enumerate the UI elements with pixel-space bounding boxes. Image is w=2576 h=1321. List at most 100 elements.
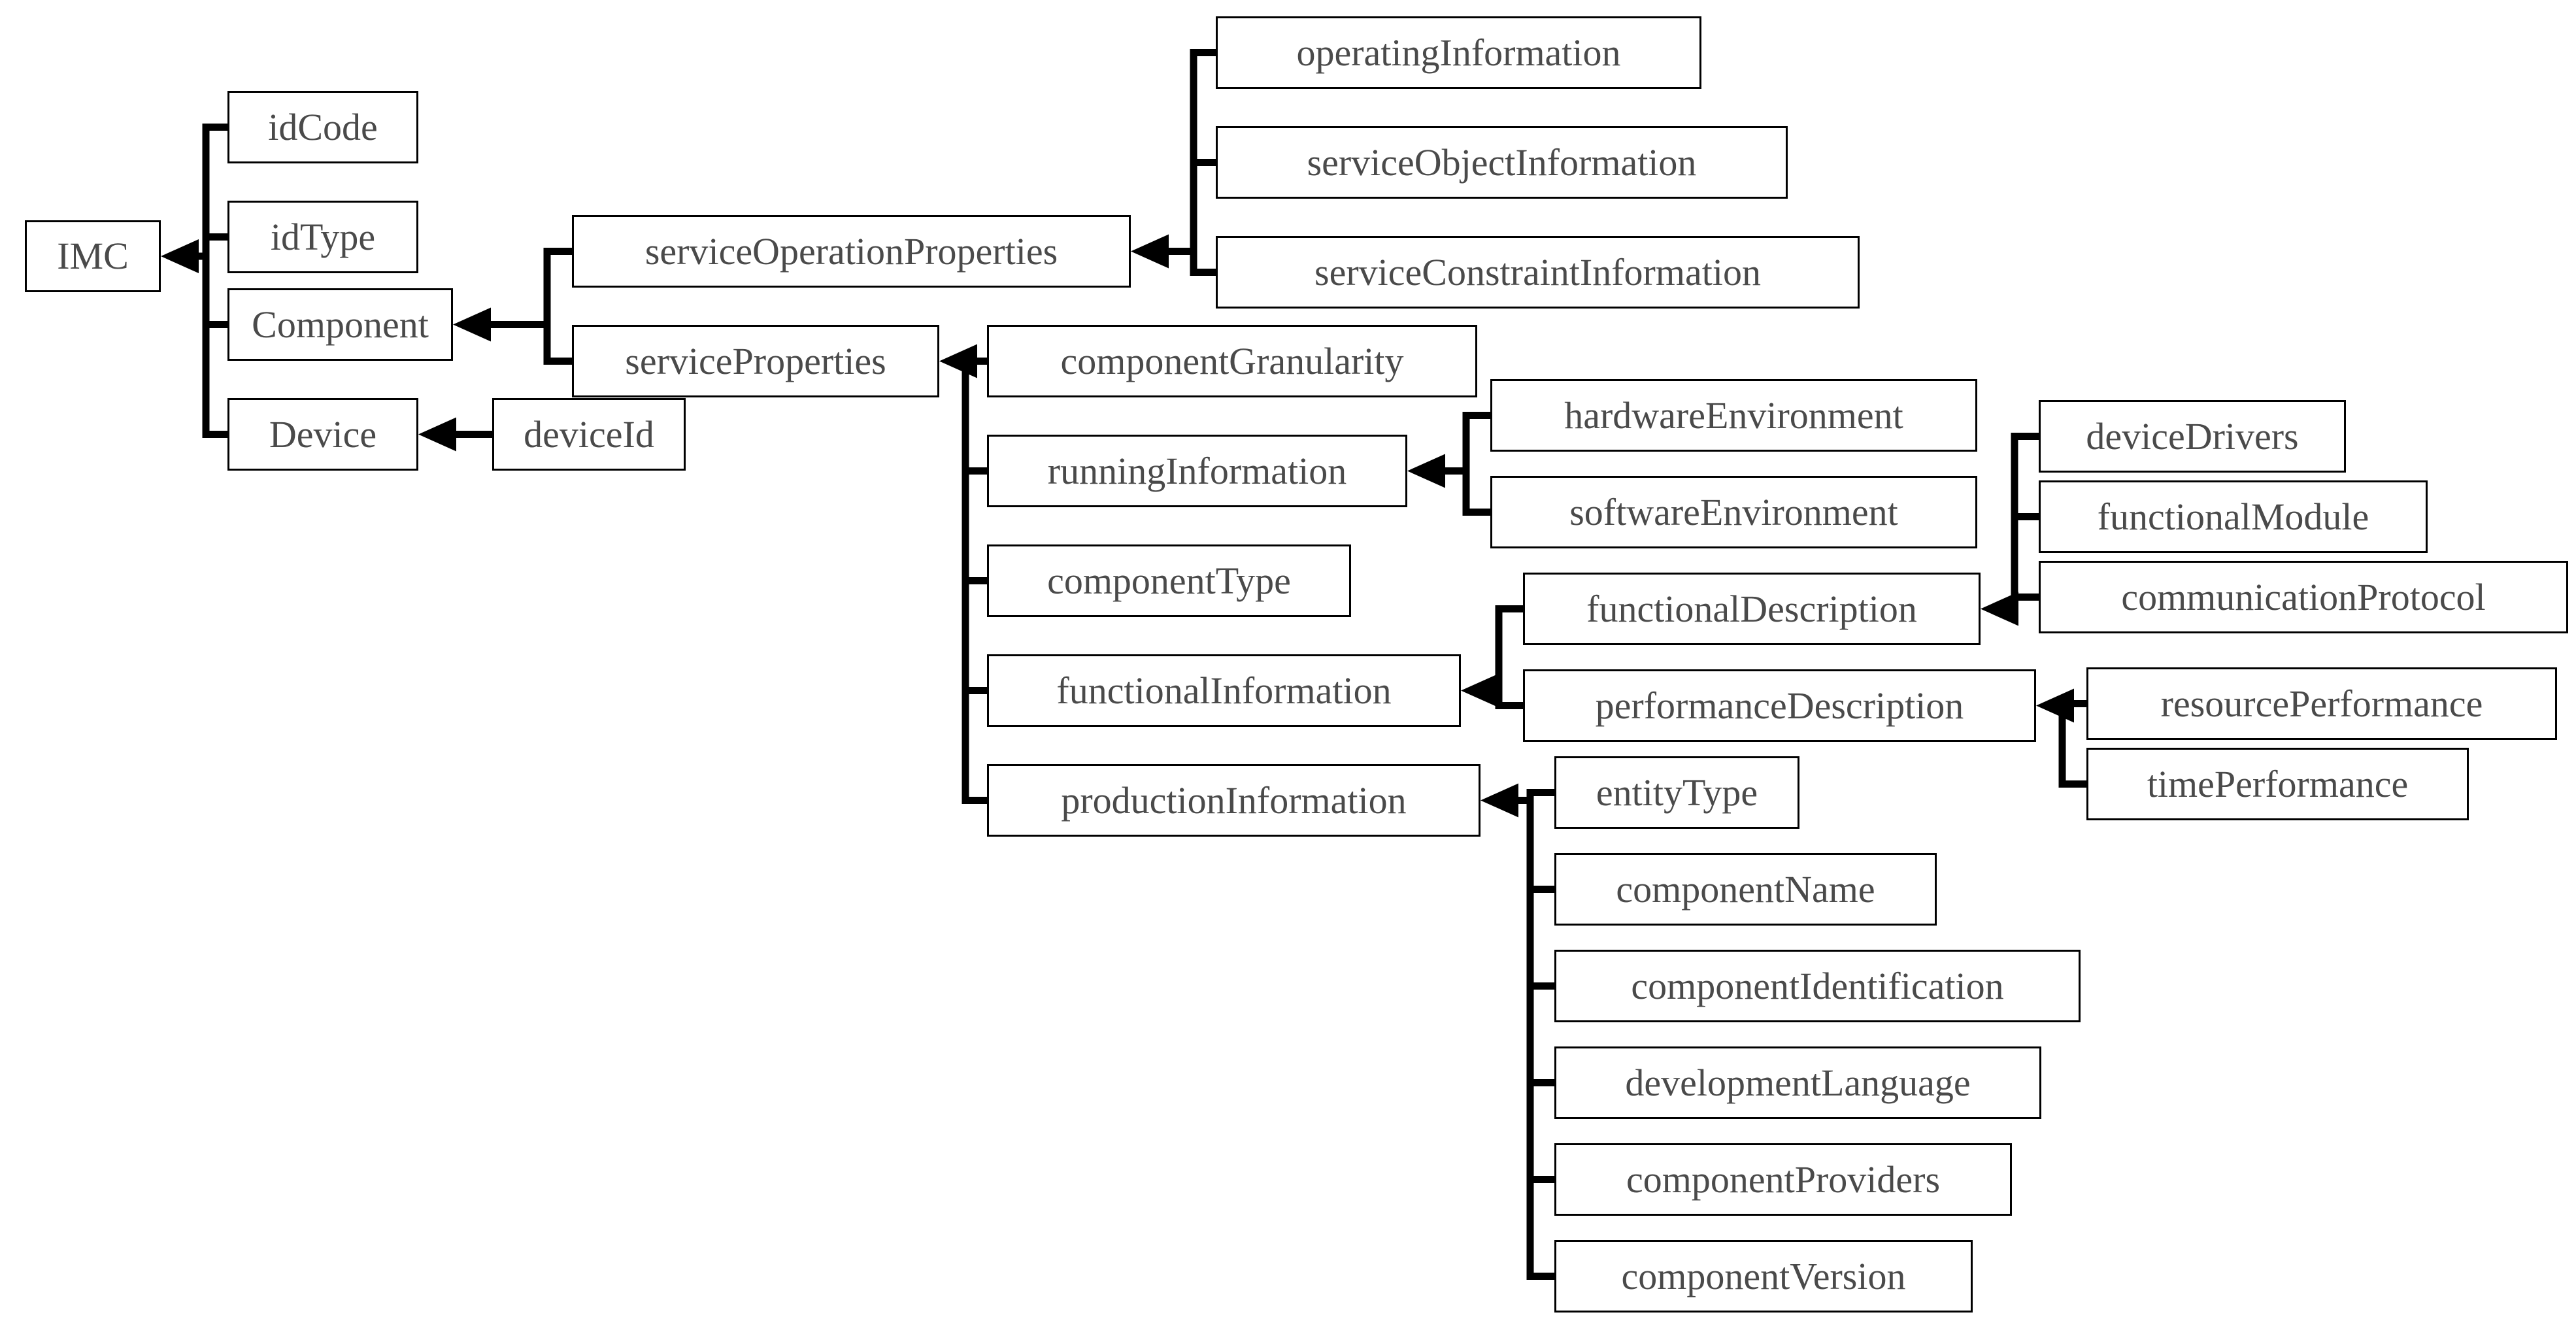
node-label: deviceDrivers	[2086, 414, 2299, 458]
node-label: developmentLanguage	[1625, 1061, 1971, 1104]
node-label: componentType	[1047, 559, 1291, 602]
node-componentProviders[interactable]: componentProviders	[1554, 1143, 2012, 1216]
node-hardwareEnvironment[interactable]: hardwareEnvironment	[1490, 379, 1977, 452]
node-deviceId[interactable]: deviceId	[492, 398, 686, 471]
arrowhead-icon	[939, 344, 977, 378]
node-label: serviceOperationProperties	[644, 229, 1058, 273]
connector-stem	[196, 252, 210, 260]
node-componentIdentification[interactable]: componentIdentification	[1554, 950, 2081, 1022]
node-productionInformation[interactable]: productionInformation	[987, 764, 1480, 837]
arrowhead-icon	[1981, 592, 2018, 626]
connector-branch	[2058, 700, 2090, 707]
node-label: componentGranularity	[1060, 339, 1404, 382]
node-label: softwareEnvironment	[1569, 490, 1898, 533]
connector-trunk-component-services	[543, 248, 551, 365]
node-label: componentProviders	[1626, 1158, 1941, 1201]
connector-branch	[2011, 594, 2042, 601]
connector-stem	[1516, 797, 1534, 804]
node-serviceProperties[interactable]: serviceProperties	[572, 325, 939, 397]
connector-branch	[1495, 605, 1526, 612]
connector-stem	[1443, 467, 1470, 475]
connector-branch	[202, 431, 231, 438]
connector-trunk-imc-children	[202, 124, 210, 438]
node-label: idType	[270, 215, 376, 258]
node-componentVersion[interactable]: componentVersion	[1554, 1240, 1973, 1313]
node-timePerformance[interactable]: timePerformance	[2086, 748, 2469, 820]
connector-trunk-prodinfo-children	[1526, 789, 1534, 1280]
connector-branch	[202, 124, 231, 131]
connector-trunk-running-env	[1462, 412, 1470, 516]
node-developmentLanguage[interactable]: developmentLanguage	[1554, 1046, 2041, 1119]
node-serviceOperationProperties[interactable]: serviceOperationProperties	[572, 215, 1131, 288]
node-functionalInformation[interactable]: functionalInformation	[987, 654, 1461, 727]
connector-branch	[2058, 780, 2090, 788]
node-functionalModule[interactable]: functionalModule	[2039, 480, 2428, 553]
node-label: IMC	[57, 235, 129, 277]
node-componentName[interactable]: componentName	[1554, 853, 1937, 926]
node-component[interactable]: Component	[227, 288, 453, 361]
connector-branch	[543, 248, 575, 255]
connector-branch	[1526, 886, 1558, 893]
node-functionalDescription[interactable]: functionalDescription	[1523, 573, 1981, 645]
node-label: runningInformation	[1047, 449, 1347, 492]
node-communicationProtocol[interactable]: communicationProtocol	[2039, 561, 2568, 633]
arrowhead-icon	[1480, 783, 1518, 818]
connector-branch	[1526, 1079, 1558, 1086]
connector-trunk-funcdesc-children	[2011, 433, 2018, 612]
node-resourcePerformance[interactable]: resourcePerformance	[2086, 667, 2557, 740]
node-label: componentIdentification	[1631, 964, 2004, 1007]
connector-branch	[1462, 509, 1494, 516]
connector-branch	[202, 321, 231, 328]
node-entityType[interactable]: entityType	[1554, 756, 1799, 829]
arrowhead-icon	[161, 239, 199, 273]
connector-branch	[1190, 159, 1219, 166]
connector-branch	[962, 797, 990, 804]
node-componentType[interactable]: componentType	[987, 544, 1351, 617]
node-softwareEnvironment[interactable]: softwareEnvironment	[1490, 476, 1977, 548]
node-label: functionalInformation	[1056, 669, 1392, 712]
connector-branch	[1526, 1176, 1558, 1183]
connector-stem	[1496, 687, 1503, 694]
arrowhead-icon	[1461, 673, 1499, 708]
connector-stem	[1166, 248, 1197, 255]
node-label: serviceObjectInformation	[1307, 141, 1697, 184]
node-device[interactable]: Device	[227, 398, 418, 471]
node-label: communicationProtocol	[2121, 575, 2486, 618]
node-idCode[interactable]: idCode	[227, 91, 418, 163]
node-imc[interactable]: IMC	[25, 220, 161, 292]
node-componentGranularity[interactable]: componentGranularity	[987, 325, 1477, 397]
node-label: Device	[269, 412, 377, 456]
connector-stem	[454, 431, 496, 438]
connector-branch	[1526, 982, 1558, 990]
connector-branch	[202, 233, 231, 241]
connector-branch	[1190, 269, 1219, 276]
connector-branch	[1526, 789, 1558, 796]
node-performanceDescription[interactable]: performanceDescription	[1523, 669, 2036, 742]
connector-branch	[1190, 49, 1219, 56]
node-label: deviceId	[524, 412, 654, 456]
node-label: productionInformation	[1061, 778, 1407, 822]
arrowhead-icon	[2036, 688, 2074, 723]
node-label: hardwareEnvironment	[1564, 393, 1903, 437]
node-label: functionalDescription	[1586, 587, 1917, 630]
node-serviceConstraintInformation[interactable]: serviceConstraintInformation	[1216, 236, 1860, 309]
node-operatingInformation[interactable]: operatingInformation	[1216, 16, 1701, 89]
arrowhead-icon	[418, 417, 456, 452]
node-runningInformation[interactable]: runningInformation	[987, 435, 1407, 507]
node-deviceDrivers[interactable]: deviceDrivers	[2039, 400, 2346, 473]
node-label: idCode	[268, 105, 378, 148]
connector-branch	[1495, 702, 1526, 709]
node-label: Component	[252, 303, 429, 346]
node-label: functionalModule	[2097, 495, 2369, 538]
arrowhead-icon	[1407, 454, 1445, 488]
connector-branch	[2011, 513, 2042, 520]
node-label: entityType	[1596, 771, 1758, 814]
connector-branch	[962, 577, 990, 584]
connector-branch	[543, 358, 575, 365]
node-idType[interactable]: idType	[227, 201, 418, 273]
connector-trunk-funcinfo-desc	[1495, 605, 1503, 709]
arrowhead-icon	[453, 307, 491, 342]
connector-branch	[962, 687, 990, 694]
node-serviceObjectInformation[interactable]: serviceObjectInformation	[1216, 126, 1788, 199]
